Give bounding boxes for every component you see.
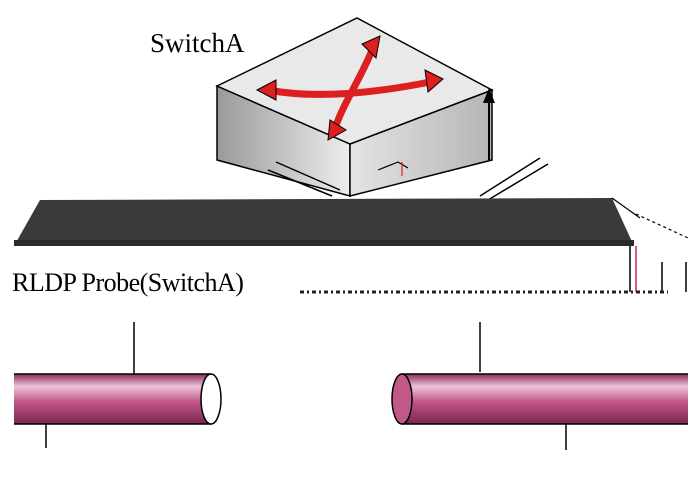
- probe-label: RLDP Probe(SwitchA): [12, 268, 244, 297]
- switch-name-label: SwitchA: [150, 28, 245, 58]
- left-pipe: [14, 373, 222, 425]
- uplink-arrow-icon: [483, 88, 495, 160]
- switch-arrows-icon: [264, 44, 434, 132]
- network-bar: [14, 197, 689, 292]
- right-pipe: [391, 373, 688, 425]
- network-switch-icon: [215, 17, 495, 197]
- switch-links: [267, 157, 549, 201]
